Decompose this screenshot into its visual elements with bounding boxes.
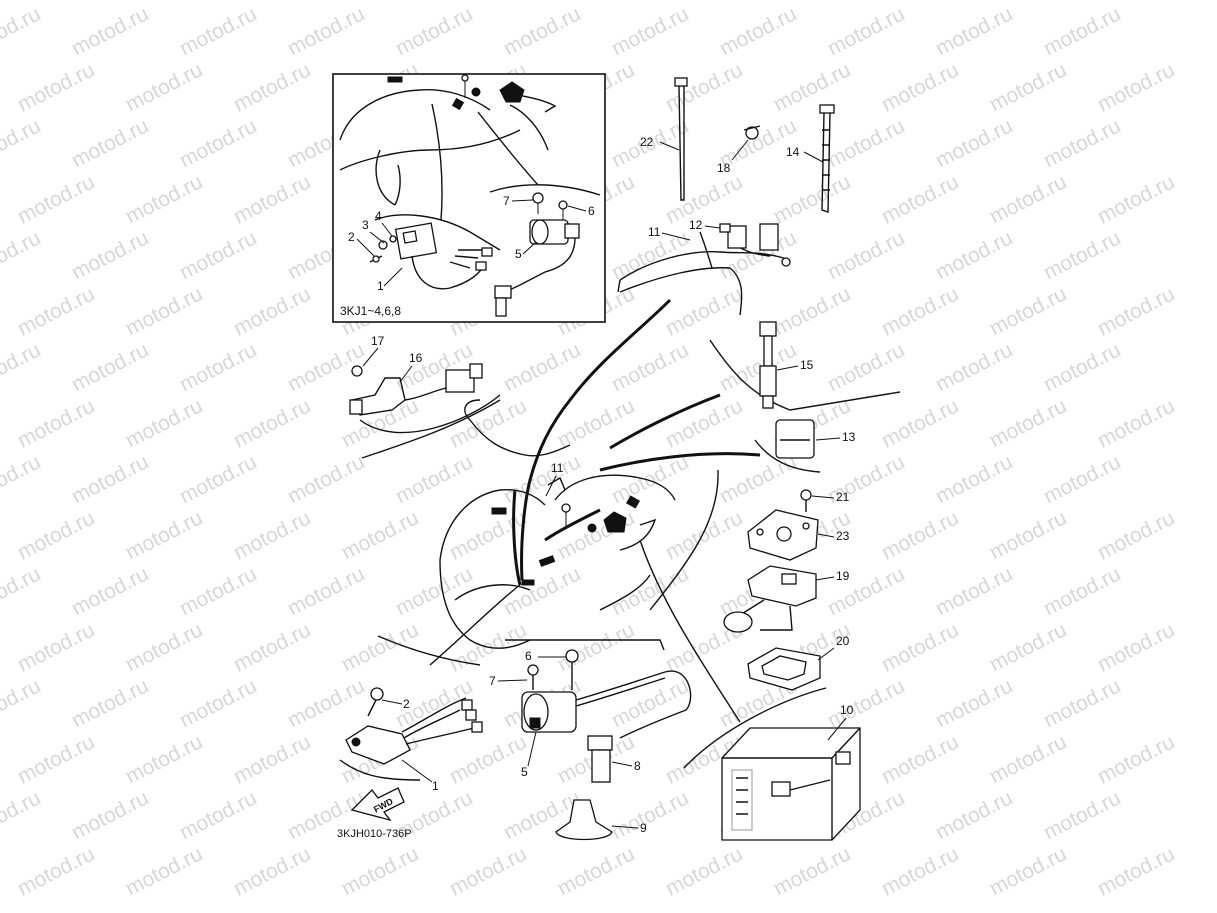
inset-variant-box: 1 2 3 4 5 6 7 3KJ1~4,6,8: [332, 73, 606, 323]
cable-tie-22: [674, 77, 688, 201]
drawing-code: 3KJH010-736P: [337, 828, 412, 840]
callout-20: 20: [836, 634, 850, 648]
callout-8: 8: [634, 759, 641, 773]
cover-9: [555, 799, 613, 841]
band-14: [819, 104, 835, 213]
center-clips: [491, 495, 641, 586]
callout-22: 22: [640, 135, 654, 149]
plate-23: [747, 509, 819, 561]
main-harness-routing: [512, 298, 761, 586]
clamp-18: [743, 125, 761, 140]
bolt-21: [800, 489, 812, 512]
inset-callout-4: 4: [375, 209, 382, 223]
battery-10: [721, 727, 861, 841]
switch-15: [759, 321, 777, 409]
callout-21: 21: [836, 490, 850, 504]
callout-15: 15: [800, 358, 814, 372]
callout-17: 17: [371, 334, 385, 348]
callout-9: 9: [640, 821, 647, 835]
inset-cdi-unit: [369, 222, 493, 290]
callout-10: 10: [840, 703, 854, 717]
inset-callout-3: 3: [362, 218, 369, 232]
rectifier-bracket-16: [349, 363, 483, 416]
scooter-frame-outline: [439, 399, 676, 649]
plug-cap-8: [587, 735, 613, 783]
callout-11-center: 11: [551, 461, 564, 475]
inset-variant-label: 3KJ1~4,6,8: [340, 304, 401, 318]
callout-14: 14: [786, 145, 800, 159]
callout-5: 5: [521, 765, 528, 779]
fwd-direction-arrow: FWD: [350, 787, 405, 822]
inset-callout-2: 2: [348, 230, 355, 244]
inset-callout-1: 1: [377, 279, 384, 293]
cdi-unit-1: [345, 687, 483, 765]
callout-12: 12: [689, 218, 703, 232]
gasket-20: [747, 647, 821, 691]
callout-19: 19: [836, 569, 850, 583]
callout-23: 23: [836, 529, 850, 543]
callout-7: 7: [489, 674, 496, 688]
inset-callout-5: 5: [515, 247, 522, 261]
ignition-coil-5: [521, 649, 692, 739]
callout-18: 18: [717, 161, 731, 175]
relay-13: [775, 419, 815, 459]
callout-6: 6: [525, 649, 532, 663]
callout-11-top: 11: [648, 225, 661, 239]
connector-12: [719, 223, 731, 233]
callout-1: 1: [432, 779, 439, 793]
callout-13: 13: [842, 430, 856, 444]
inset-ignition-coil: [494, 192, 580, 317]
wire-harness-top-11: [617, 223, 791, 316]
inset-callout-6: 6: [588, 204, 595, 218]
fuel-sender-19: [723, 565, 817, 633]
callout-16: 16: [409, 351, 423, 365]
callout-2: 2: [403, 697, 410, 711]
inset-callout-7: 7: [503, 194, 510, 208]
